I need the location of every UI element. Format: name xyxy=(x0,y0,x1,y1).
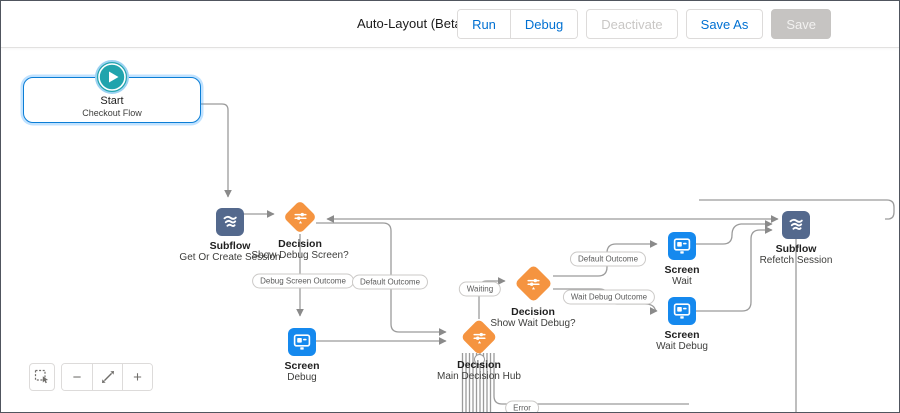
connector-wrap-right-edge[interactable] xyxy=(699,199,895,220)
decision-icon-wrap xyxy=(292,209,308,225)
node-type-label: Decision xyxy=(457,359,501,372)
save-as-button[interactable]: Save As xyxy=(685,9,764,39)
toolbar-buttons: Run Debug Deactivate Save As Save xyxy=(457,9,831,39)
subflow-icon xyxy=(789,218,803,230)
play-icon xyxy=(98,63,126,91)
node-type-label: Decision xyxy=(278,237,322,250)
node-type-label: Subflow xyxy=(775,243,817,255)
start-subtitle: Checkout Flow xyxy=(82,108,142,118)
node-name-label: Debug xyxy=(287,372,317,383)
expand-to-fit-button[interactable] xyxy=(92,364,122,390)
screen-icon-box[interactable] xyxy=(668,297,696,325)
subflow-icon-box[interactable] xyxy=(216,208,244,236)
plus-icon: + xyxy=(133,368,142,386)
run-debug-button-group: Run Debug xyxy=(457,9,579,39)
connector-hub-error xyxy=(493,353,689,405)
decision-icon-wrap xyxy=(471,329,487,345)
subflow-icon-box[interactable] xyxy=(782,211,810,239)
screen-icon xyxy=(293,334,311,350)
node-labels: Screen Wait xyxy=(664,264,700,288)
run-button[interactable]: Run xyxy=(458,10,510,38)
zoom-button-group: − + xyxy=(61,363,153,391)
decision-icon xyxy=(526,278,540,289)
connector-start-to-get-or-create-session[interactable] xyxy=(201,103,232,198)
connector-screen-wait-to-refetch-session[interactable] xyxy=(696,220,773,245)
expand-icon xyxy=(101,371,114,383)
node-name-label: Show Debug Screen? xyxy=(251,249,349,261)
node-name-label: Refetch Session xyxy=(759,255,833,266)
connector-anchor-dot[interactable] xyxy=(473,354,485,366)
node-name-label: Wait xyxy=(672,276,692,287)
flow-canvas[interactable]: Start Checkout Flow Subflow Get Or Creat… xyxy=(1,47,899,412)
node-labels: Subflow Refetch Session xyxy=(759,243,833,267)
marquee-select-button[interactable] xyxy=(29,363,55,391)
node-type-label: Subflow xyxy=(209,240,251,252)
node-type-label: Screen xyxy=(284,360,320,372)
node-labels: Subflow Get Or Create Session xyxy=(179,240,281,264)
connector-screen-wait-debug-to-refetch-session[interactable] xyxy=(696,226,773,312)
save-button[interactable]: Save xyxy=(771,9,831,39)
decision-icon xyxy=(293,212,307,223)
zoom-in-button[interactable]: + xyxy=(122,364,152,390)
screen-icon xyxy=(673,238,691,254)
zoom-out-button[interactable]: − xyxy=(62,364,92,390)
connector-show-wait-debug-default-to-screen-wait[interactable] xyxy=(553,240,658,277)
node-labels: Decision Show Wait Debug? xyxy=(490,306,576,330)
node-name-label: Get Or Create Session xyxy=(179,252,281,263)
minus-icon: − xyxy=(72,368,82,386)
node-type-label: Screen xyxy=(664,329,700,341)
screen-icon-box[interactable] xyxy=(668,232,696,260)
node-name-label: Wait Debug xyxy=(656,341,708,352)
deactivate-button[interactable]: Deactivate xyxy=(586,9,678,39)
node-labels: Screen Debug xyxy=(284,360,320,384)
node-name-label: Show Wait Debug? xyxy=(490,318,576,330)
node-type-label: Screen xyxy=(664,264,700,276)
node-type-label: Decision xyxy=(511,306,555,319)
decision-icon-wrap xyxy=(525,275,541,291)
screen-icon-box[interactable] xyxy=(288,328,316,356)
start-play-button[interactable] xyxy=(95,60,129,94)
toolbar: Auto-Layout (Beta) Run Debug Deactivate … xyxy=(1,1,899,48)
node-labels: Decision Main Decision Hub xyxy=(437,359,521,383)
debug-button[interactable]: Debug xyxy=(509,10,578,38)
decision-icon xyxy=(472,332,486,343)
subflow-icon xyxy=(223,215,237,227)
start-title: Start xyxy=(100,95,124,107)
screen-icon xyxy=(673,303,691,319)
node-labels: Decision Show Debug Screen? xyxy=(251,237,349,261)
node-name-label: Main Decision Hub xyxy=(437,371,521,383)
auto-layout-label: Auto-Layout (Beta) xyxy=(357,16,467,31)
canvas-controls: − + xyxy=(29,363,153,391)
node-labels: Screen Wait Debug xyxy=(656,329,708,353)
marquee-select-icon xyxy=(34,369,49,384)
